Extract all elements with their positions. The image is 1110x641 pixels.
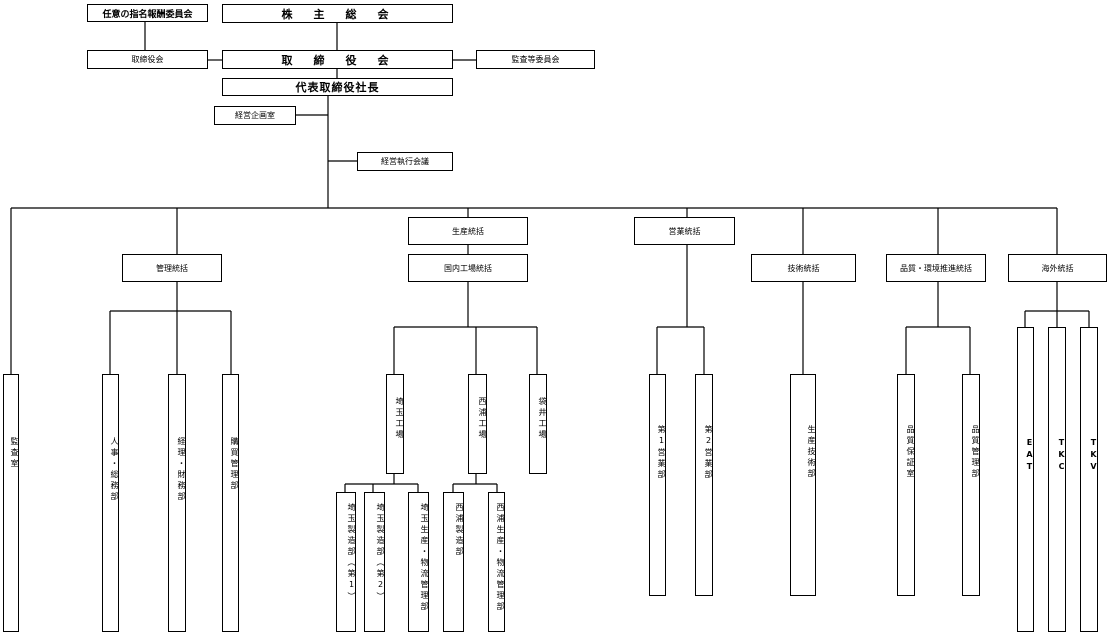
quality-general-box: 品質・環境推進統括 <box>886 254 986 282</box>
tech-general-label: 技術統括 <box>787 263 820 273</box>
audit-committee-label: 監査等委員会 <box>511 55 560 64</box>
sales1-label: 第1営業部 <box>657 425 666 481</box>
audit-committee-box: 監査等委員会 <box>476 50 595 69</box>
prod-tech-label: 生産技術部 <box>807 425 816 480</box>
sales2-box: 第2営業部 <box>695 374 713 596</box>
admin-general-label: 管理統括 <box>156 263 188 273</box>
finance-dept-label: 経理・財務部 <box>177 437 186 503</box>
nomination-committee-label: 任意の指名報酬委員会 <box>102 9 193 20</box>
tkv-box: TKV <box>1080 327 1098 632</box>
saitama-mfg2-label: 埼玉製造部（第2） <box>376 503 385 603</box>
production-general-box: 生産統括 <box>408 217 528 245</box>
tech-general-box: 技術統括 <box>751 254 856 282</box>
purchasing-dept-box: 購買管理部 <box>222 374 239 632</box>
eat-box: EAT <box>1017 327 1034 632</box>
saitama-mfg2-box: 埼玉製造部（第2） <box>364 492 385 632</box>
exec-committee-label: 経営執行会議 <box>381 157 429 166</box>
saitama-prod-logistics-label: 埼玉生産・物流管理部 <box>420 503 429 613</box>
fukuroi-plant-label: 袋井工場 <box>538 397 547 441</box>
planning-office-box: 経営企画室 <box>214 106 296 125</box>
exec-committee-box: 経営執行会議 <box>357 152 453 171</box>
nomination-committee-box: 任意の指名報酬委員会 <box>87 4 208 22</box>
shareholders-meeting-label: 株 主 総 会 <box>281 7 394 21</box>
qa-office-label: 品質保証室 <box>906 425 915 480</box>
saitama-plant-box: 埼玉工場 <box>386 374 404 474</box>
qa-office-box: 品質保証室 <box>897 374 915 596</box>
qm-dept-box: 品質管理部 <box>962 374 980 596</box>
board-box: 取 締 役 会 <box>222 50 453 69</box>
tkc-box: TKC <box>1048 327 1066 632</box>
prod-tech-box: 生産技術部 <box>790 374 816 596</box>
saitama-plant-label: 埼玉工場 <box>395 397 404 441</box>
audit-office-label: 監査室 <box>10 437 19 470</box>
sales-general-label: 営業統括 <box>668 226 701 236</box>
sales-general-box: 営業統括 <box>634 217 735 245</box>
president-label: 代表取締役社長 <box>295 81 380 94</box>
nishiura-plant-label: 西浦工場 <box>478 397 487 441</box>
nishiura-prod-logistics-box: 西浦生産・物流管理部 <box>488 492 505 632</box>
audit-office-box: 監査室 <box>3 374 19 632</box>
nishiura-mfg-box: 西浦製造部 <box>443 492 464 632</box>
board-label: 取 締 役 会 <box>281 53 394 67</box>
shareholders-meeting-box: 株 主 総 会 <box>222 4 453 23</box>
admin-general-box: 管理統括 <box>122 254 222 282</box>
board-small-label: 取締役会 <box>131 55 164 64</box>
sales1-box: 第1営業部 <box>649 374 666 596</box>
nishiura-plant-box: 西浦工場 <box>468 374 487 474</box>
tkv-label: TKV <box>1089 438 1098 474</box>
purchasing-dept-label: 購買管理部 <box>230 437 239 492</box>
hr-dept-box: 人事・総務部 <box>102 374 119 632</box>
saitama-prod-logistics-box: 埼玉生産・物流管理部 <box>408 492 429 632</box>
hr-dept-label: 人事・総務部 <box>110 437 119 503</box>
sales2-label: 第2営業部 <box>704 425 713 481</box>
quality-general-label: 品質・環境推進統括 <box>900 263 972 273</box>
production-general-label: 生産統括 <box>452 226 484 236</box>
domestic-plant-general-label: 国内工場統括 <box>444 263 492 273</box>
nishiura-prod-logistics-label: 西浦生産・物流管理部 <box>496 503 505 613</box>
domestic-plant-general-box: 国内工場統括 <box>408 254 528 282</box>
saitama-mfg1-box: 埼玉製造部（第1） <box>336 492 356 632</box>
tkc-label: TKC <box>1057 438 1066 474</box>
overseas-general-label: 海外統括 <box>1041 263 1074 273</box>
overseas-general-box: 海外統括 <box>1008 254 1107 282</box>
finance-dept-box: 経理・財務部 <box>168 374 186 632</box>
president-box: 代表取締役社長 <box>222 78 453 96</box>
fukuroi-plant-box: 袋井工場 <box>529 374 547 474</box>
board-small-box: 取締役会 <box>87 50 208 69</box>
qm-dept-label: 品質管理部 <box>971 425 980 480</box>
saitama-mfg1-label: 埼玉製造部（第1） <box>347 503 356 603</box>
planning-office-label: 経営企画室 <box>235 111 275 120</box>
eat-label: EAT <box>1025 438 1034 474</box>
nishiura-mfg-label: 西浦製造部 <box>455 503 464 558</box>
